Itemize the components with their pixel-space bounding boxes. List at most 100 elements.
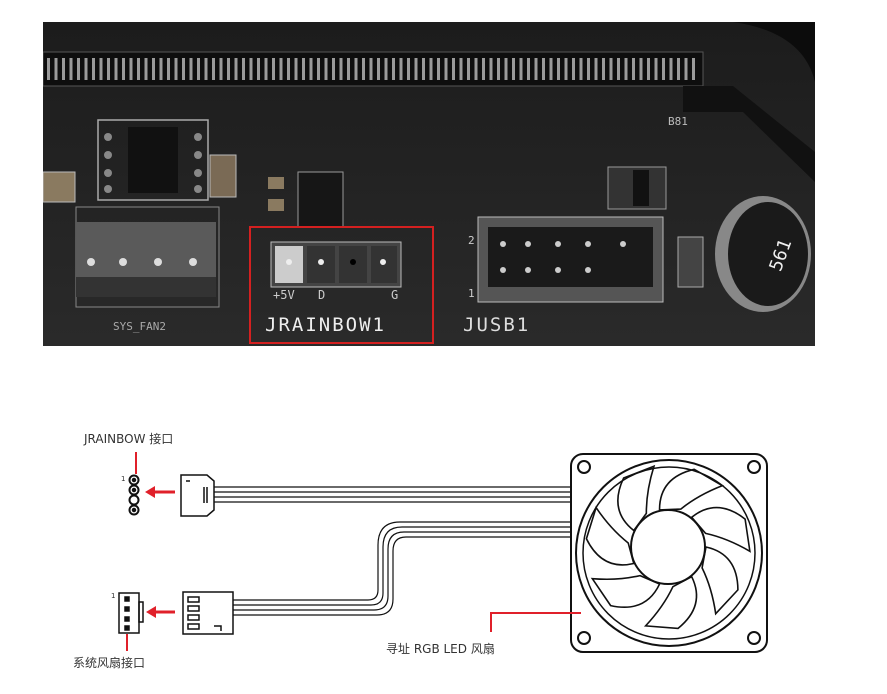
pcie-pin: [474, 58, 478, 80]
pcie-pin: [459, 58, 463, 80]
fan-blade: [585, 505, 635, 566]
pcie-pin: [677, 58, 680, 80]
pcie-pin: [482, 58, 485, 80]
pcie-pin: [369, 58, 373, 80]
chip-label: B81: [668, 115, 688, 128]
usb-pin1-label: 1: [468, 287, 475, 300]
pcie-pin: [212, 58, 215, 80]
pcie-pin: [497, 58, 500, 80]
pcie-pin: [234, 58, 238, 80]
pin-d-label: D: [318, 288, 325, 302]
fan-leader-line: [490, 612, 581, 632]
pcie-pin: [452, 58, 455, 80]
pcie-pin: [189, 58, 193, 80]
pcie-pin: [137, 58, 140, 80]
pcie-pin: [264, 58, 268, 80]
pcie-pin: [129, 58, 133, 80]
pcie-pin: [489, 58, 493, 80]
pcie-pin: [557, 58, 560, 80]
pcie-pin: [62, 58, 65, 80]
pcie-pin: [594, 58, 598, 80]
pcie-pin: [167, 58, 170, 80]
fan-plug-icon: [182, 591, 234, 635]
pcie-pin: [92, 58, 95, 80]
pcie-pin: [54, 58, 58, 80]
pcie-pin: [84, 58, 88, 80]
pcie-pin: [152, 58, 155, 80]
jusb1-label: JUSB1: [463, 314, 530, 336]
pcie-pin: [669, 58, 673, 80]
pcie-pin: [302, 58, 305, 80]
pcie-pin: [512, 58, 515, 80]
jrainbow1-label: JRAINBOW1: [265, 314, 386, 336]
pcie-pin: [249, 58, 253, 80]
sys-fan-port-label: 系统风扇接口: [73, 656, 146, 670]
fan-blade: [690, 506, 751, 553]
pcie-pin: [69, 58, 73, 80]
jrainbow-port-label: JRAINBOW 接口: [84, 432, 174, 446]
pcie-slot: [43, 51, 815, 182]
pcie-pin: [549, 58, 553, 80]
fan-cable: [233, 521, 571, 616]
pcie-pin: [339, 58, 343, 80]
pcie-pin: [384, 58, 388, 80]
pcie-pin: [107, 58, 110, 80]
pcie-pin: [692, 58, 695, 80]
pcie-pin: [654, 58, 658, 80]
jrainbow-header-icon: [128, 474, 140, 516]
pcie-pin: [332, 58, 335, 80]
sys-fan2-header-photo: SYS_FAN2: [75, 206, 220, 333]
pcie-pin: [77, 58, 80, 80]
fan-blade: [643, 575, 698, 630]
pin-5v-label: +5V: [273, 288, 295, 302]
pcie-pin: [617, 58, 620, 80]
fan-blade: [617, 464, 656, 532]
pcie-pin: [422, 58, 425, 80]
pcie-pin: [527, 58, 530, 80]
pcie-pin: [609, 58, 613, 80]
pcie-pin: [632, 58, 635, 80]
jusb1-header-photo: 2 1 JUSB1: [463, 216, 664, 336]
motherboard-photo: B81 SYS_FAN2 +5V D G JRAINBOW1 2 1 JUSB1: [43, 22, 815, 346]
pcie-pin: [347, 58, 350, 80]
pcie-pin: [587, 58, 590, 80]
pcie-pin: [437, 58, 440, 80]
highlight-box: [249, 226, 434, 344]
pcie-pin: [399, 58, 403, 80]
fan-blade: [590, 574, 661, 608]
pcie-pin: [392, 58, 395, 80]
pcie-pin: [564, 58, 568, 80]
pcie-pin: [204, 58, 208, 80]
pin-g-label: G: [391, 288, 398, 302]
pcie-pin: [467, 58, 470, 80]
jrainbow1-header-photo: +5V D G JRAINBOW1: [249, 226, 434, 344]
pcie-pin: [324, 58, 328, 80]
capacitor: 561: [715, 196, 811, 312]
fan-blade: [658, 468, 725, 511]
pcie-pin: [414, 58, 418, 80]
pcie-pin: [579, 58, 583, 80]
fan-blade: [701, 546, 739, 616]
pcie-pin: [639, 58, 643, 80]
pcie-pin: [429, 58, 433, 80]
pcie-pin: [309, 58, 313, 80]
rgb-fan-label: 寻址 RGB LED 风扇: [386, 642, 495, 656]
pcie-pin: [287, 58, 290, 80]
pcie-pin: [144, 58, 148, 80]
pcie-pin: [174, 58, 178, 80]
sys-fan2-label: SYS_FAN2: [113, 320, 166, 333]
rgb-plug-icon: [180, 474, 215, 517]
pcie-pin: [684, 58, 688, 80]
pcie-pin: [572, 58, 575, 80]
pcie-pin: [279, 58, 283, 80]
pcie-pin: [602, 58, 605, 80]
pcie-pin: [114, 58, 118, 80]
pcie-pin: [272, 58, 275, 80]
pcie-pin: [519, 58, 523, 80]
pcie-pin: [99, 58, 103, 80]
pcie-pin: [257, 58, 260, 80]
pcie-pin: [159, 58, 163, 80]
usb-pin2-label: 2: [468, 234, 475, 247]
rgb-cable: [214, 486, 571, 503]
